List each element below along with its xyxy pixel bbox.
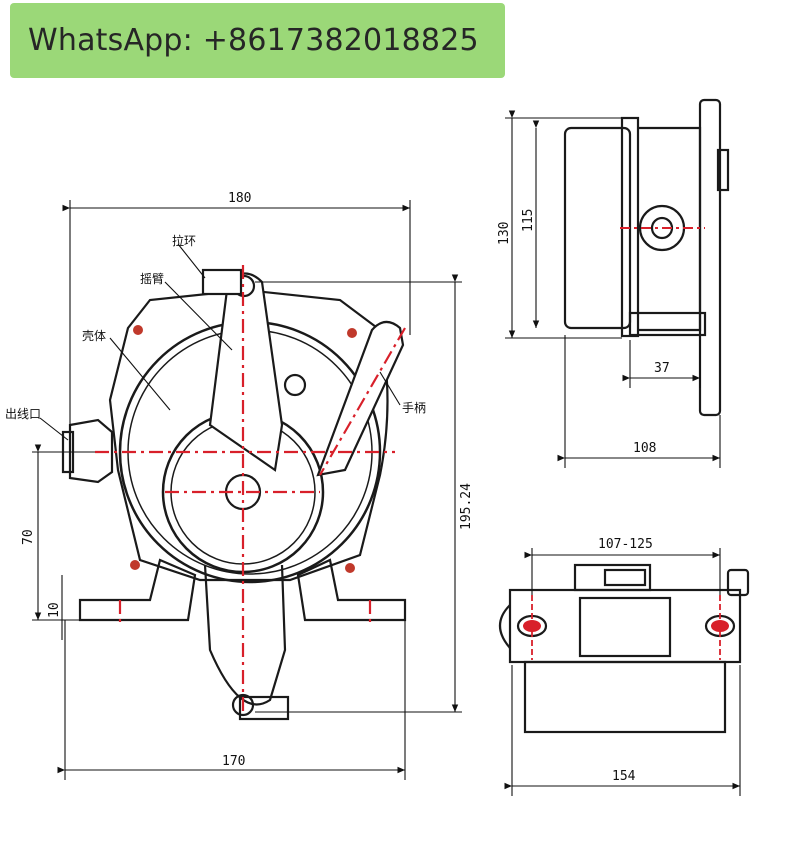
- right-foot: [296, 558, 407, 622]
- dim-outlet-height: 70: [21, 529, 36, 545]
- whatsapp-contact-banner: WhatsApp: +8617382018825: [10, 3, 505, 78]
- dim-side-depth: 108: [633, 441, 656, 456]
- dim-bottom-width-154: 154: [612, 769, 636, 784]
- cable-outlet: [68, 418, 114, 484]
- bottom-view: [498, 563, 750, 734]
- handle: [316, 320, 405, 477]
- whatsapp-contact-text: WhatsApp: +8617382018825: [28, 23, 479, 58]
- dim-overall-height: 195.24: [459, 483, 474, 530]
- side-view: [563, 98, 730, 417]
- label-rocker-arm: 摇臂: [140, 272, 164, 286]
- lower-arm: [203, 564, 287, 706]
- dim-side-height-inner: 115: [521, 209, 536, 232]
- dim-base-offset: 10: [47, 602, 62, 618]
- dim-mount-spacing: 107-125: [598, 537, 653, 552]
- centerlines: [95, 265, 406, 715]
- dim-top-width: 180: [228, 191, 251, 206]
- label-handle: 手柄: [402, 401, 426, 415]
- label-cable-outlet: 出线口: [5, 407, 41, 421]
- front-view: [61, 268, 407, 721]
- dim-side-height-outer: 130: [497, 222, 512, 245]
- dim-handle-offset: 37: [654, 361, 670, 376]
- label-pull-ring: 拉环: [172, 233, 196, 248]
- dim-bottom-width: 170: [222, 754, 245, 769]
- label-housing: 壳体: [82, 329, 106, 343]
